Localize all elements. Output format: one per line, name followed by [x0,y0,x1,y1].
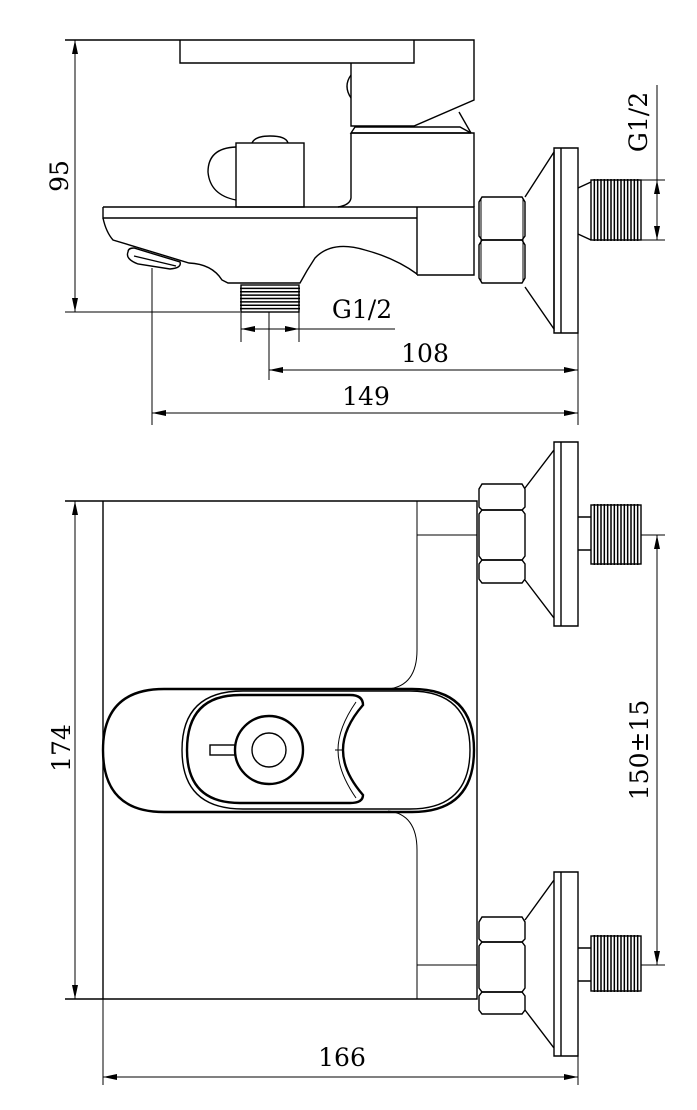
inlet-nut-top-lower [478,871,591,1057]
dimension-outlet-thread: G1/2 [240,295,395,342]
dimension-height-95: 95 [45,40,240,313]
label-108: 108 [401,339,449,368]
dimension-149: 149 [151,268,578,425]
label-outlet-g12: G1/2 [332,295,392,324]
thread-outline [590,504,642,565]
inlet-thread [590,179,642,241]
thread-outline [590,179,642,241]
label-174: 174 [47,724,76,772]
dimension-166: 166 [102,999,579,1085]
dimension-150-15: 150±15 [625,534,665,966]
lever-handle-top [101,687,476,814]
body-outline [65,500,478,1000]
aerator [126,247,181,270]
dimension-174: 174 [47,501,78,999]
spout [102,206,475,284]
outlet-thread [240,284,300,313]
label-149: 149 [342,382,390,411]
top-view: 174 166 150±15 [47,441,665,1085]
escutcheon-plate [524,147,592,334]
inlet-thread-upper [590,504,642,565]
lever-handle [65,39,475,134]
dimension-inlet-thread: G1/2 [624,85,665,241]
cartridge-body [337,132,475,208]
diverter-knob-top [209,714,305,786]
inlet-nut [478,196,526,284]
side-view: 95 G1/2 G1/2 108 149 [45,39,665,425]
label-166: 166 [318,1043,366,1072]
inlet-thread-lower [590,935,642,992]
diverter-knob [207,135,305,208]
label-150-15: 150±15 [625,700,654,800]
thread-outline [590,935,642,992]
label-95: 95 [45,160,74,192]
label-inlet-g12: G1/2 [624,92,653,152]
dimension-108: 108 [268,312,579,425]
inlet-nut-top-upper [478,441,591,627]
